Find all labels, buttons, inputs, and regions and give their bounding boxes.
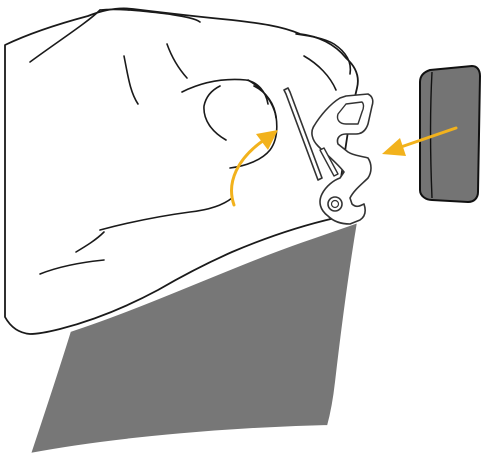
seal-insert <box>420 66 480 202</box>
straight-arrow-head <box>382 138 406 156</box>
profile-bead <box>328 197 342 211</box>
